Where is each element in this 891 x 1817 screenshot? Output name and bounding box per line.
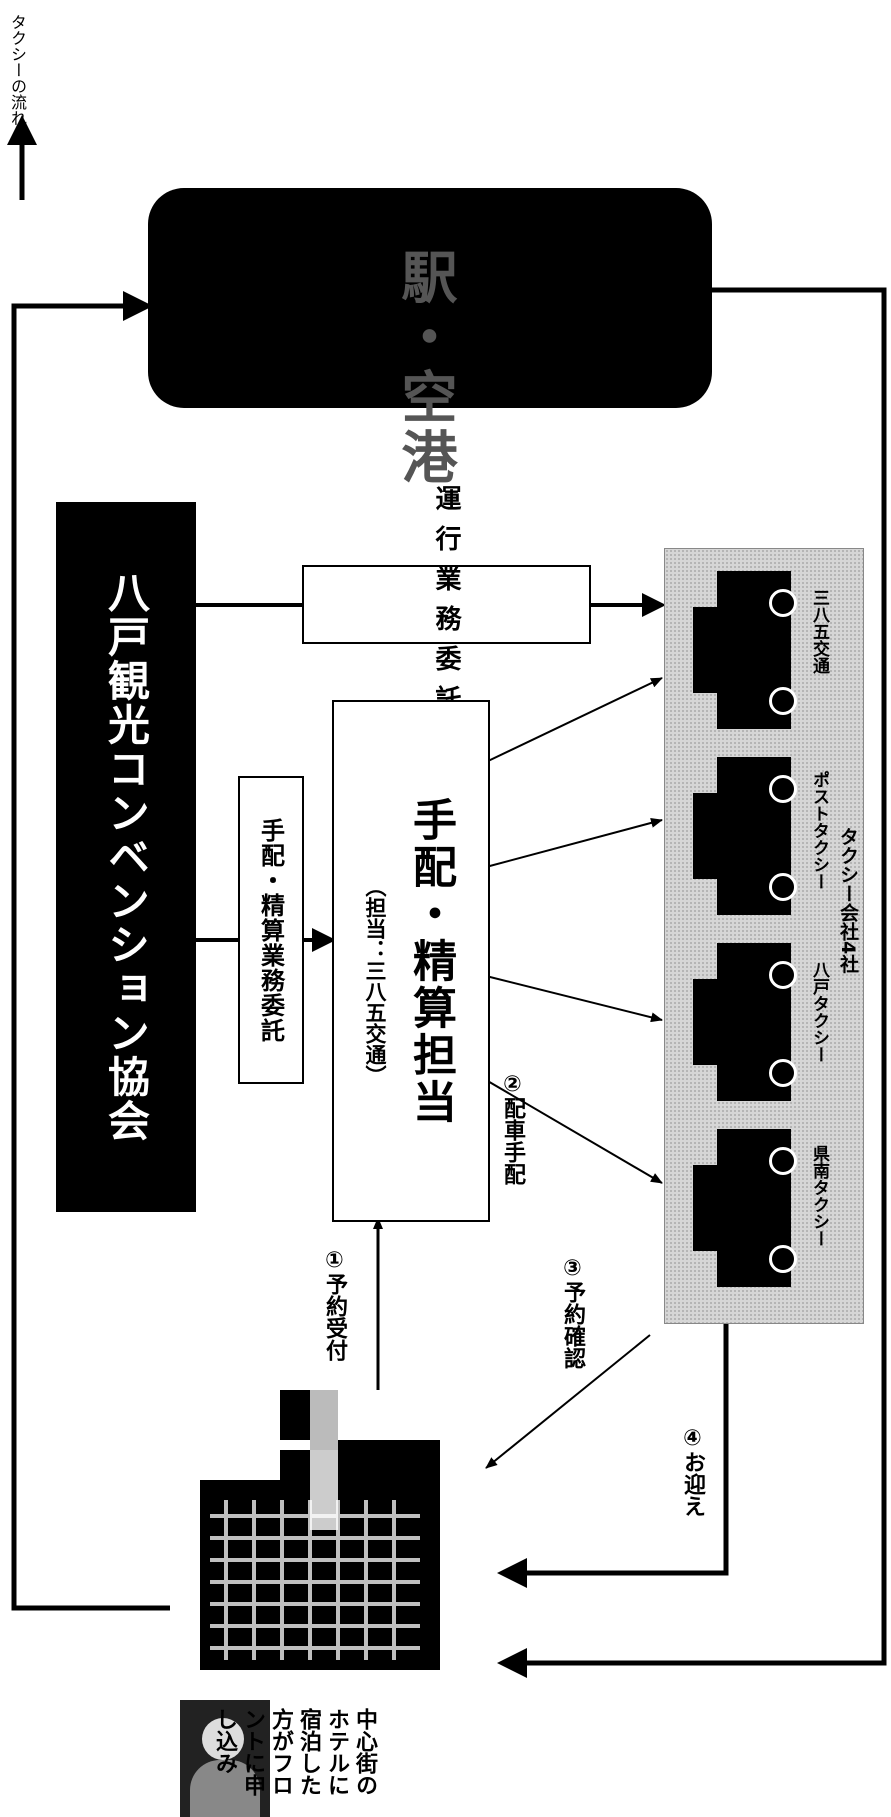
taxi-icon — [691, 571, 801, 731]
destination-label: 駅・空港 — [392, 248, 457, 488]
pickup-arrow — [497, 1322, 729, 1588]
taxi-company-name: 県南タクシー — [809, 1145, 829, 1247]
taxi-icon — [691, 943, 801, 1103]
taxi-company-name: ポストタクシー — [809, 771, 829, 890]
station-to-hotel-arrow — [497, 287, 887, 1678]
step2-label: ②配車手配 — [500, 1072, 525, 1185]
arrangement-contract-label: 手配・精算業務委託 — [256, 817, 285, 1043]
taxi-icon — [691, 1129, 801, 1289]
coordinator-box: 手配・精算担当 （担当：三八五交通） — [332, 700, 490, 1222]
hotel-building-icon — [180, 1380, 480, 1680]
arrangement-contract-box: 手配・精算業務委託 — [238, 776, 304, 1084]
guest-caption-box: 中心街のホテルに宿泊した方がフロントに申し込み — [212, 1708, 378, 1816]
operation-contract-box: 運行業務委託 — [302, 485, 591, 725]
guest-caption: 中心街のホテルに宿泊した方がフロントに申し込み — [212, 1708, 377, 1796]
association-box: 八戸観光コンベンション協会 — [56, 502, 196, 1212]
guest-photo — [180, 1700, 270, 1817]
taxi-icon — [691, 757, 801, 917]
hotel-to-station-arrow — [11, 291, 170, 1611]
operation-contract-label: 運行業務委託 — [431, 484, 461, 725]
taxi-group-label: タクシー会社4社 — [837, 827, 859, 974]
step4-label: ④お迎え — [680, 1426, 705, 1517]
confirmation-arrow — [485, 1334, 651, 1469]
taxi-group-box: 三八五交通 ポストタクシー 八戸タクシー 県南タクシー タクシー会社4社 — [664, 548, 864, 1324]
step3-label: ③予約確認 — [560, 1256, 585, 1369]
legend-label: タクシーの流れ — [8, 14, 27, 126]
step1-label: ①予約受付 — [322, 1248, 347, 1361]
taxi-company-name: 八戸タクシー — [809, 961, 829, 1063]
taxi-company-name: 三八五交通 — [809, 589, 829, 674]
destination-box: 駅・空港 — [148, 188, 712, 488]
coordinator-title: 手配・精算担当 — [405, 796, 456, 1126]
association-name: 八戸観光コンベンション協会 — [101, 571, 151, 1143]
coordinator-subtitle: （担当：三八五交通） — [363, 876, 387, 1086]
